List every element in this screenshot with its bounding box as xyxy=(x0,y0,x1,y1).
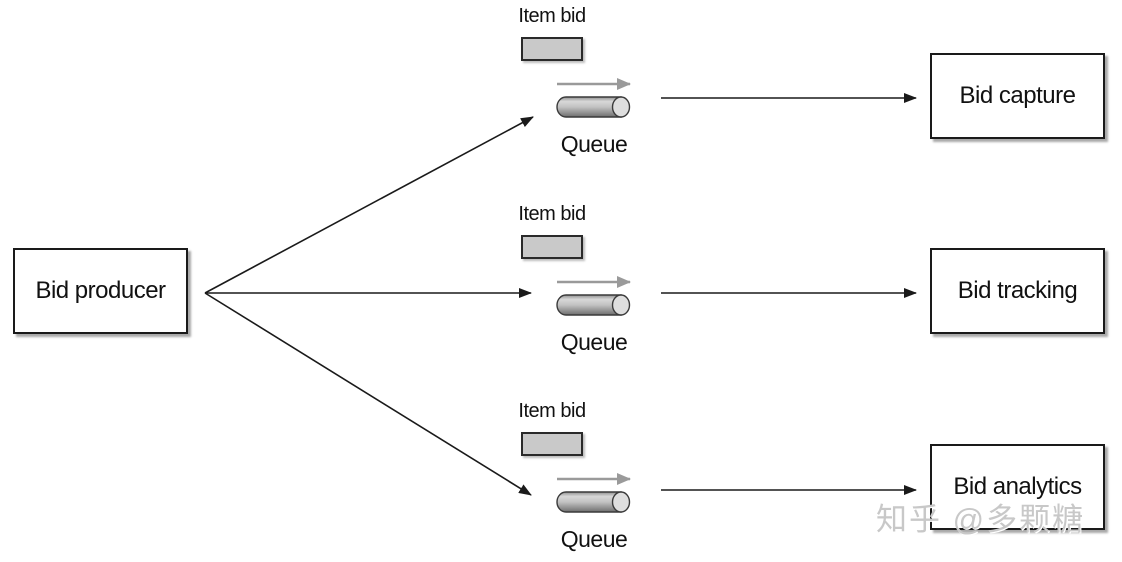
bid-producer-box: Bid producer xyxy=(13,248,188,334)
queue-cylinder-icon xyxy=(556,96,631,118)
item-bid-label: Item bid xyxy=(518,203,586,225)
bid-tracking-label: Bid tracking xyxy=(957,277,1078,304)
queue-label: Queue xyxy=(560,526,628,552)
bid-capture-box: Bid capture xyxy=(930,53,1105,139)
bid-capture-label: Bid capture xyxy=(959,82,1076,109)
gray-flow-arrow-icon xyxy=(557,78,631,90)
queue-label: Queue xyxy=(560,329,628,355)
arrow-producer-to-queue-3 xyxy=(204,292,532,496)
gray-flow-arrow-icon xyxy=(557,276,631,288)
queue-cylinder-icon xyxy=(556,491,631,513)
arrow-producer-to-queue-1 xyxy=(204,116,534,294)
queue-group-1: Item bid Queue xyxy=(490,5,650,170)
item-bid-message-rect xyxy=(521,235,583,259)
zhihu-watermark: 知乎 @多颗糖 xyxy=(876,502,1086,537)
queue-group-2: Item bid Queue xyxy=(490,203,650,368)
queue-cylinder-icon xyxy=(556,294,631,316)
bid-analytics-label: Bid analytics xyxy=(953,473,1082,500)
bid-producer-label: Bid producer xyxy=(35,277,166,304)
gray-flow-arrow-icon xyxy=(557,473,631,485)
item-bid-message-rect xyxy=(521,37,583,61)
item-bid-message-rect xyxy=(521,432,583,456)
bid-tracking-box: Bid tracking xyxy=(930,248,1105,334)
queue-group-3: Item bid Queue xyxy=(490,400,650,562)
item-bid-label: Item bid xyxy=(518,5,586,27)
queue-label: Queue xyxy=(560,131,628,157)
bid-analytics-box: Bid analytics xyxy=(930,444,1105,530)
item-bid-label: Item bid xyxy=(518,400,586,422)
